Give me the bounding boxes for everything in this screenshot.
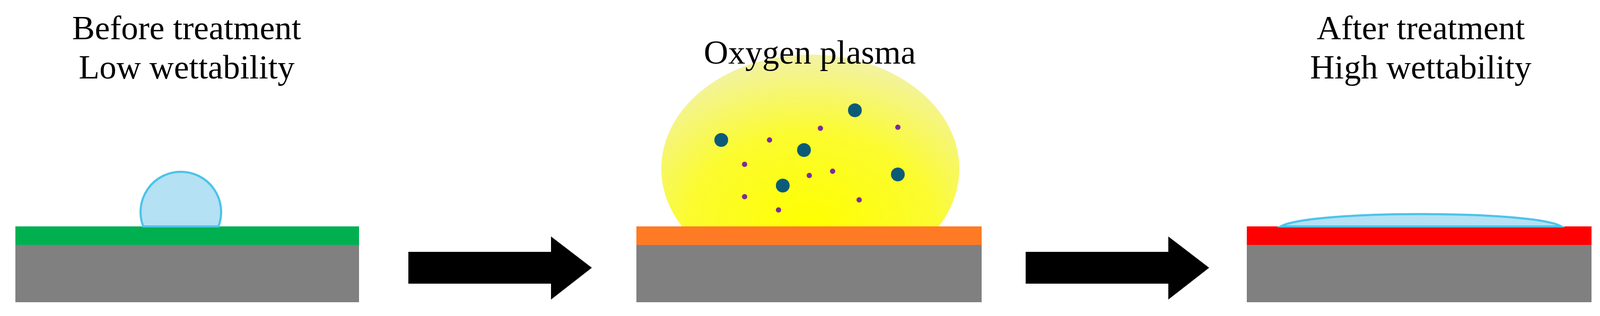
oxygen-species: [714, 103, 905, 193]
panel-property: Low wettability: [78, 48, 295, 86]
substrate: [1246, 245, 1592, 303]
after-panel: [1246, 214, 1592, 303]
process-arrow: [1025, 236, 1210, 300]
substrate: [15, 245, 360, 303]
process-arrow: [408, 236, 592, 300]
panel-property: High wettability: [1309, 48, 1532, 86]
before-panel: [15, 171, 360, 303]
surface-layer-orange: [636, 226, 982, 246]
plasma-panel: [636, 54, 982, 303]
droplet-spread: [1280, 214, 1562, 227]
substrate: [636, 245, 982, 303]
surface-layer-green: [15, 226, 360, 246]
panel-heading: After treatment: [1316, 9, 1526, 47]
panel-heading: Oxygen plasma: [703, 33, 916, 72]
plasma-particles: [741, 124, 901, 213]
panel-heading: Before treatment: [72, 9, 302, 47]
droplet-high-angle: [140, 171, 222, 227]
plasma-glow: [661, 54, 960, 227]
surface-layer-red: [1246, 226, 1592, 246]
